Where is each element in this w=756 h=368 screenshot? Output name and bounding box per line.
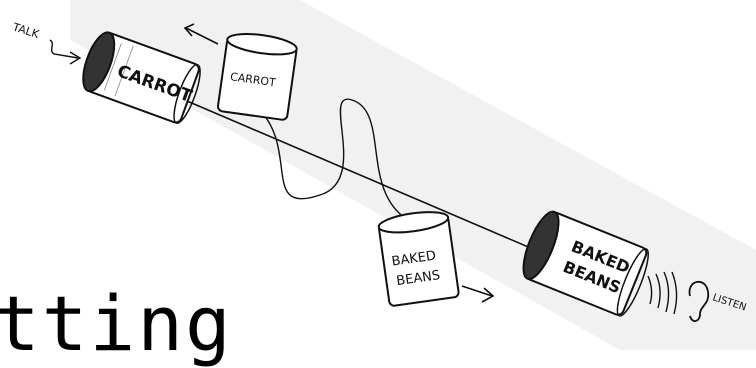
carrot-can-small: CARROT [216, 33, 298, 121]
left-arrowhead-icon [183, 23, 195, 37]
talk-label: TALK [10, 20, 41, 41]
talk-arrowhead-icon [69, 51, 82, 65]
carrot-can: CARROT [82, 31, 201, 124]
left-arrow-icon [185, 27, 219, 45]
slack-string [257, 98, 409, 221]
sound-waves-icon [647, 271, 678, 315]
cropped-heading-text: tting [0, 279, 233, 368]
beans-can: BAKED BEANS [522, 210, 649, 317]
beans-small-label-1: BAKED [391, 249, 437, 270]
ear-icon [688, 281, 710, 322]
carrot-small-label: CARROT [229, 70, 277, 89]
beans-can-small: BAKED BEANS [377, 211, 460, 307]
right-arrow-icon [461, 285, 493, 297]
right-arrowhead-icon [481, 287, 495, 303]
taut-string [179, 97, 541, 253]
tin-can-telephone-drawing: TALK CARROT CARROT BAKED BEANS BAKED BEA… [10, 0, 756, 350]
beans-small-label-2: BEANS [395, 268, 441, 289]
talk-arrow-icon [49, 39, 79, 59]
